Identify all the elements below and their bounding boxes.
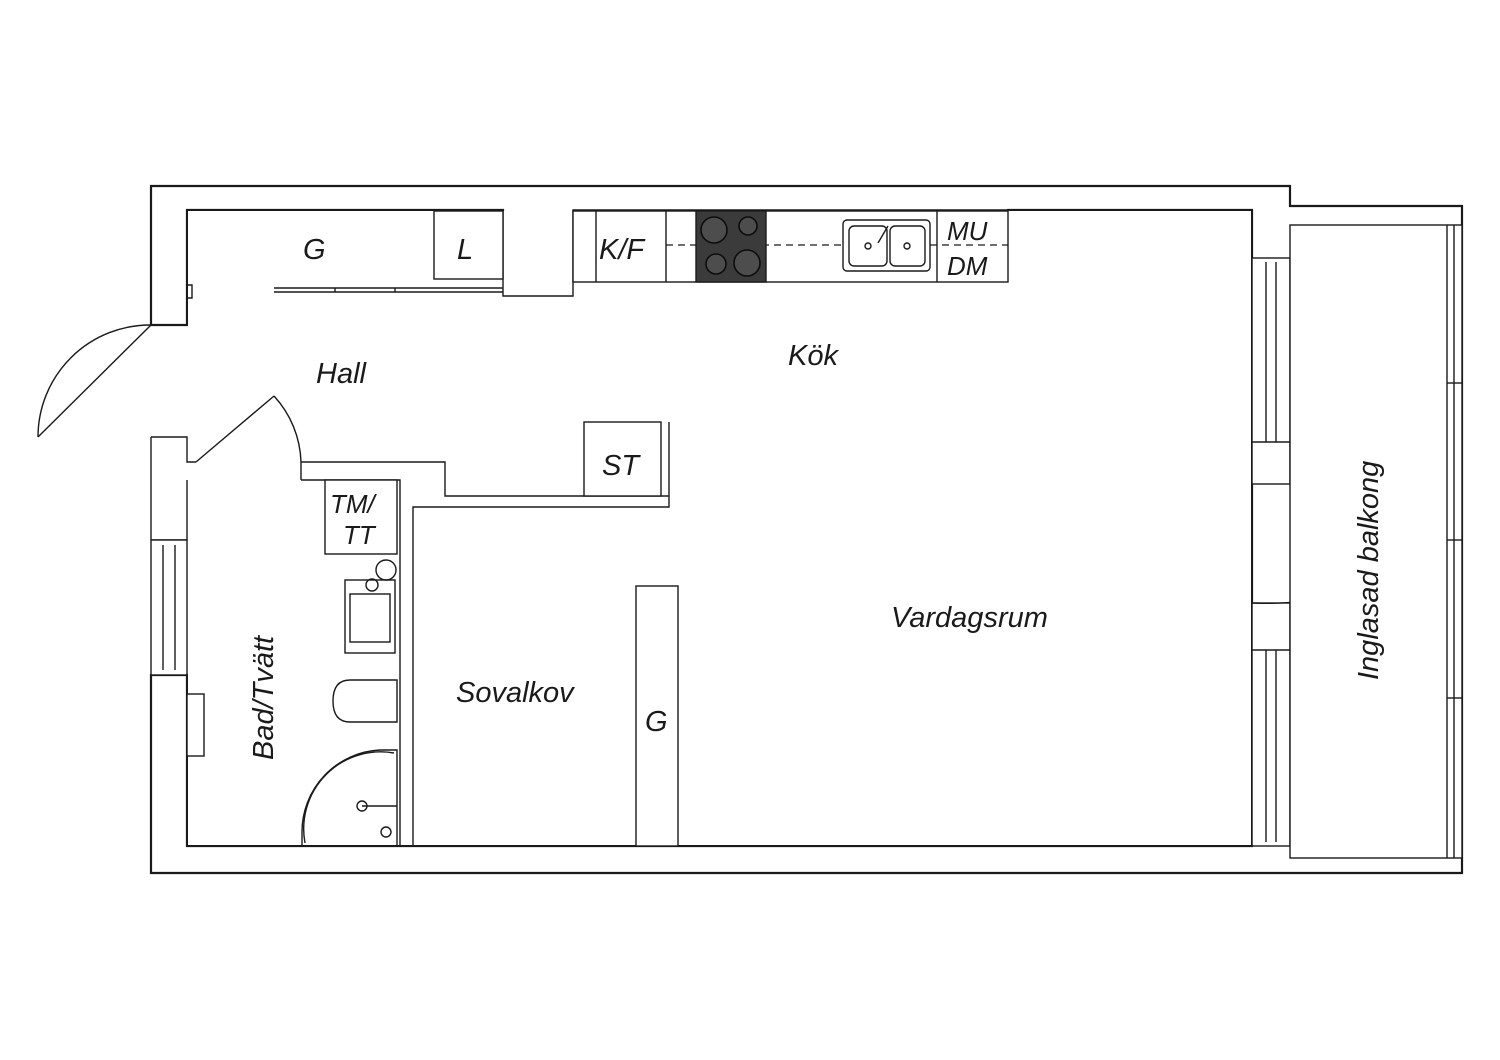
- living-windows: [1251, 257, 1291, 847]
- left-wall-upper: [151, 210, 188, 326]
- kitchen-counter: [572, 210, 1009, 283]
- toilet: [332, 679, 398, 723]
- washer-dryer: [324, 479, 398, 555]
- fixture-label-mu: MU: [947, 216, 988, 246]
- fixture-label-g-hall: G: [303, 234, 326, 266]
- outer-boundary: [150, 185, 1463, 874]
- room-label-hall: Hall: [316, 358, 368, 390]
- fixture-label-dm: DM: [947, 251, 988, 281]
- hall-storage: [274, 210, 504, 293]
- st-cupboard: [583, 421, 662, 497]
- sovalkov-wardrobe: [635, 585, 679, 847]
- fixture-label-tm: TM/: [330, 489, 378, 519]
- bath-wall-top: [301, 461, 583, 497]
- entrance-door: [37, 324, 152, 438]
- room-label-vardagsrum: Vardagsrum: [891, 602, 1048, 634]
- room-label-kok: Kök: [788, 340, 839, 372]
- fixture-label-l: L: [457, 234, 473, 266]
- interior: [188, 211, 1251, 845]
- bath-window: [150, 539, 205, 757]
- left-wall-mid: [151, 436, 196, 463]
- left-wall-bath: [151, 480, 188, 541]
- sovalkov-wall: [412, 422, 670, 846]
- inner-boundary-top: [186, 209, 1253, 325]
- bathroom-fixtures: [301, 479, 398, 847]
- fixture-label-kf: K/F: [599, 234, 646, 266]
- kitchen-sink: [842, 219, 931, 272]
- fixture-label-tt: TT: [343, 520, 377, 550]
- washbasin: [344, 579, 396, 654]
- room-label-balkong: Inglasad balkong: [1353, 461, 1385, 680]
- wall-notch: [187, 284, 193, 299]
- balcony: [1289, 224, 1463, 859]
- bathroom-door: [195, 395, 302, 463]
- hob: [695, 210, 767, 283]
- room-label-sovalkov: Sovalkov: [456, 677, 575, 709]
- fixture-label-g-sovalkov: G: [645, 706, 668, 738]
- room-label-bad: Bad/Tvätt: [248, 634, 280, 760]
- fixture-label-st: ST: [602, 450, 641, 482]
